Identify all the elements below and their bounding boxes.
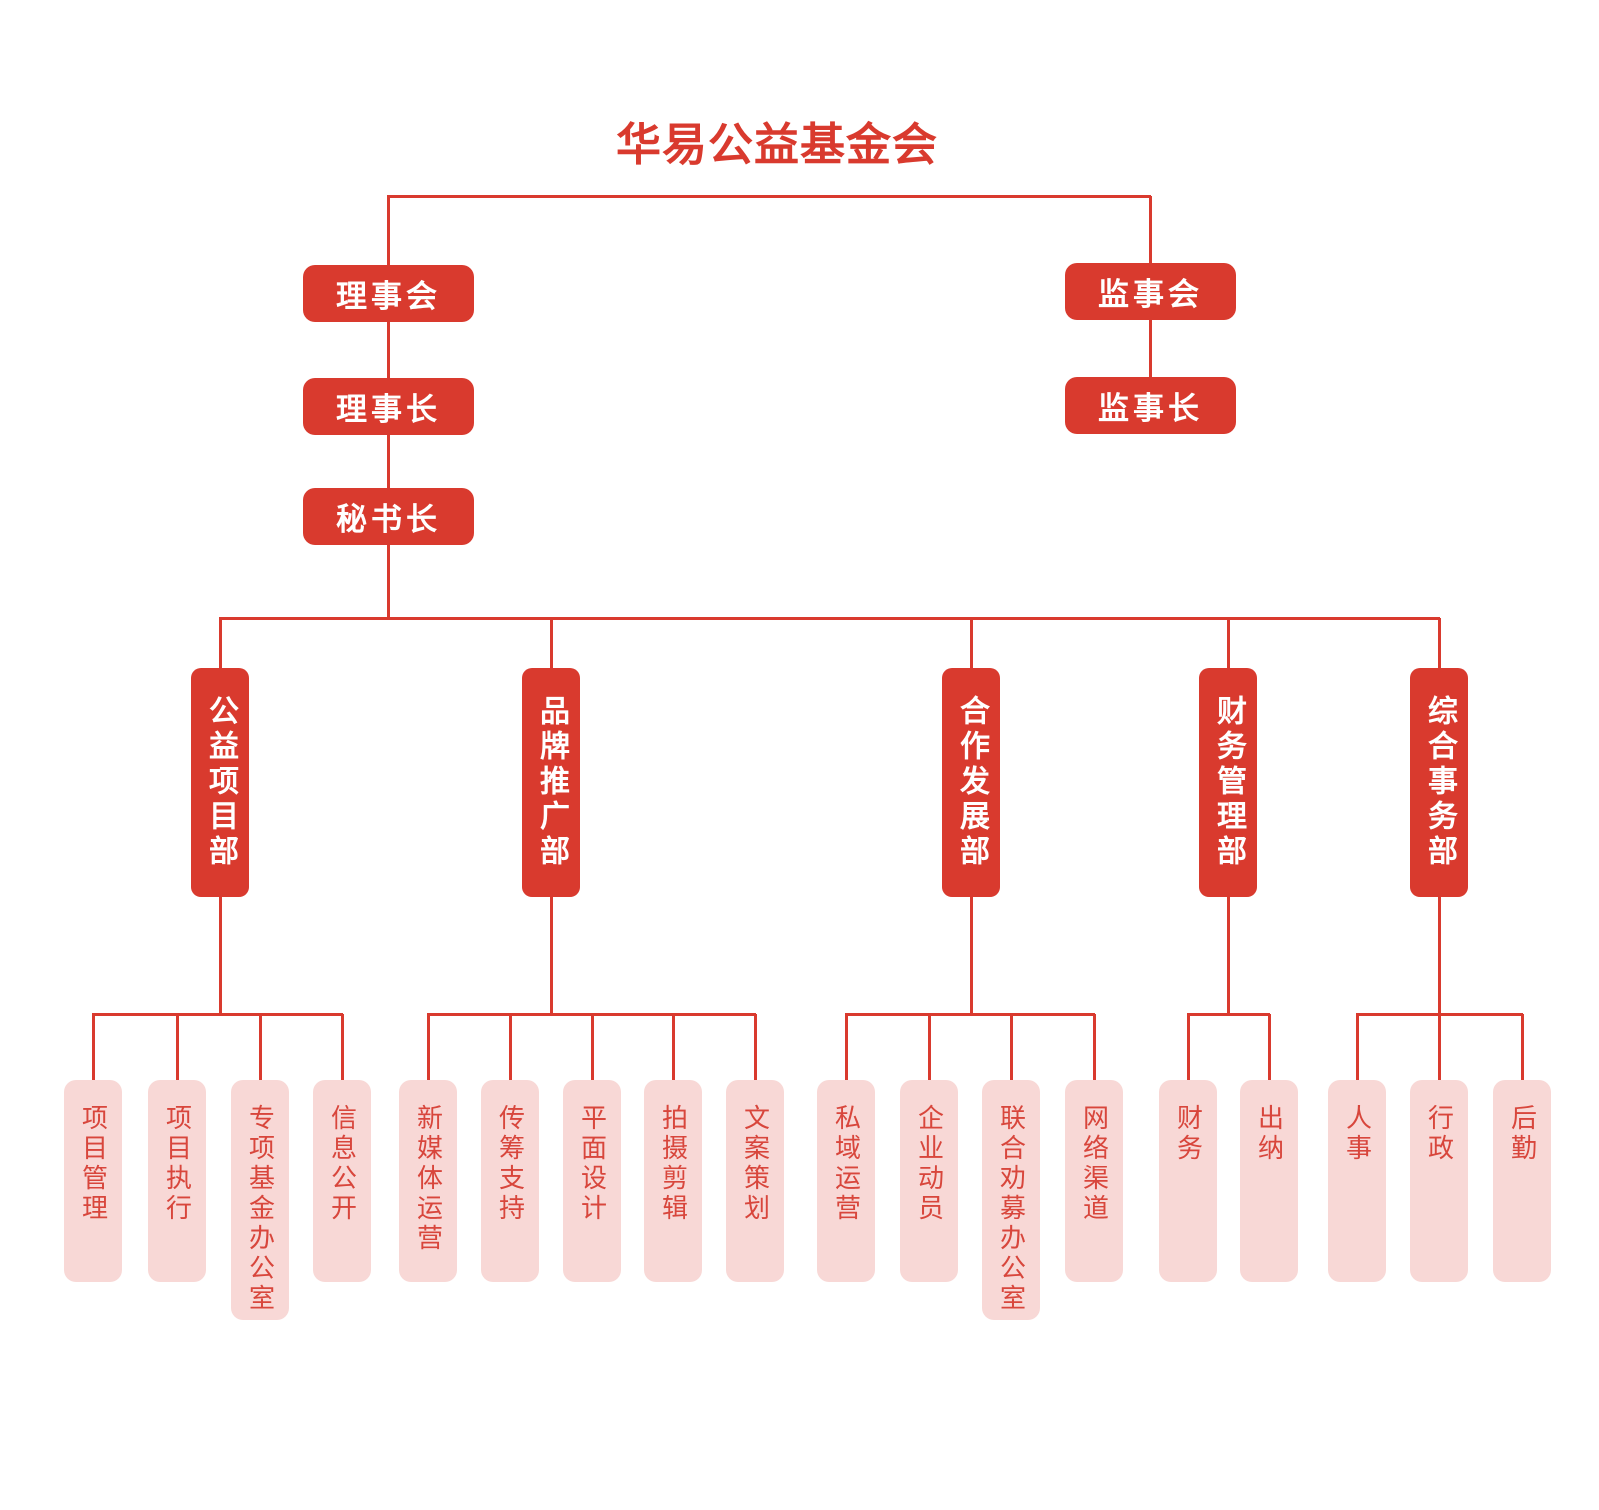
leaf-joint-fundraising-office: 联合劝募办公室 xyxy=(982,1080,1040,1320)
leaf-photo-video-editing: 拍摄剪辑 xyxy=(644,1080,702,1282)
leaf-administration: 行政 xyxy=(1410,1080,1468,1282)
dept-cooperation-development: 合作发展部 xyxy=(942,668,1000,897)
leaf-graphic-design: 平面设计 xyxy=(563,1080,621,1282)
connector-line xyxy=(1227,896,1230,1014)
connector-line xyxy=(387,321,390,379)
connector-line xyxy=(1438,896,1441,1014)
node-secretary-general: 秘书长 xyxy=(303,488,474,545)
connector-line xyxy=(845,1014,848,1081)
dept-general-affairs: 综合事务部 xyxy=(1410,668,1468,897)
dept-brand-promotion: 品牌推广部 xyxy=(522,668,580,897)
node-chairman: 理事长 xyxy=(303,378,474,435)
connector-line xyxy=(387,195,1151,198)
connector-line xyxy=(1438,1014,1441,1081)
dept-financial-management: 财务管理部 xyxy=(1199,668,1257,897)
connector-line xyxy=(387,196,390,266)
connector-line xyxy=(427,1014,430,1081)
leaf-information-disclosure: 信息公开 xyxy=(313,1080,371,1282)
leaf-special-fund-office: 专项基金办公室 xyxy=(231,1080,289,1320)
connector-line xyxy=(1438,618,1441,669)
connector-line xyxy=(1356,1014,1359,1081)
connector-line xyxy=(1521,1014,1524,1081)
connector-line xyxy=(550,896,553,1014)
node-chief-supervisor: 监事长 xyxy=(1065,377,1236,434)
leaf-copywriting-planning: 文案策划 xyxy=(726,1080,784,1282)
connector-line xyxy=(672,1014,675,1081)
org-title: 华易公益基金会 xyxy=(615,118,938,171)
connector-line xyxy=(509,1014,512,1081)
connector-line xyxy=(1149,196,1152,264)
connector-line xyxy=(928,1014,931,1081)
connector-line xyxy=(550,618,553,669)
connector-line xyxy=(1010,1014,1013,1081)
leaf-network-channels: 网络渠道 xyxy=(1065,1080,1123,1282)
connector-line xyxy=(1187,1014,1190,1081)
connector-line xyxy=(219,618,222,669)
connector-line xyxy=(176,1014,179,1081)
connector-line xyxy=(387,544,390,618)
connector-line xyxy=(92,1013,343,1016)
connector-line xyxy=(219,617,1440,620)
leaf-new-media-operations: 新媒体运营 xyxy=(399,1080,457,1282)
leaf-project-management: 项目管理 xyxy=(64,1080,122,1282)
connector-line xyxy=(1227,618,1230,669)
leaf-logistics: 后勤 xyxy=(1493,1080,1551,1282)
connector-line xyxy=(970,896,973,1014)
node-board: 理事会 xyxy=(303,265,474,322)
connector-line xyxy=(1149,320,1152,378)
leaf-finance: 财务 xyxy=(1159,1080,1217,1282)
connector-line xyxy=(845,1013,1095,1016)
dept-public-welfare-projects: 公益项目部 xyxy=(191,668,249,897)
leaf-cashier: 出纳 xyxy=(1240,1080,1298,1282)
connector-line xyxy=(92,1014,95,1081)
connector-line xyxy=(1093,1014,1096,1081)
connector-line xyxy=(970,618,973,669)
node-supervisory-board: 监事会 xyxy=(1065,263,1236,320)
connector-line xyxy=(1187,1013,1270,1016)
connector-line xyxy=(387,434,390,489)
leaf-human-resources: 人事 xyxy=(1328,1080,1386,1282)
connector-line xyxy=(754,1014,757,1081)
connector-line xyxy=(1268,1014,1271,1081)
connector-line xyxy=(591,1014,594,1081)
leaf-project-execution: 项目执行 xyxy=(148,1080,206,1282)
connector-line xyxy=(341,1014,344,1081)
leaf-private-domain-operations: 私域运营 xyxy=(817,1080,875,1282)
leaf-enterprise-mobilization: 企业动员 xyxy=(900,1080,958,1282)
connector-line xyxy=(219,896,222,1014)
connector-line xyxy=(259,1014,262,1081)
leaf-communication-fundraising-support: 传筹支持 xyxy=(481,1080,539,1282)
